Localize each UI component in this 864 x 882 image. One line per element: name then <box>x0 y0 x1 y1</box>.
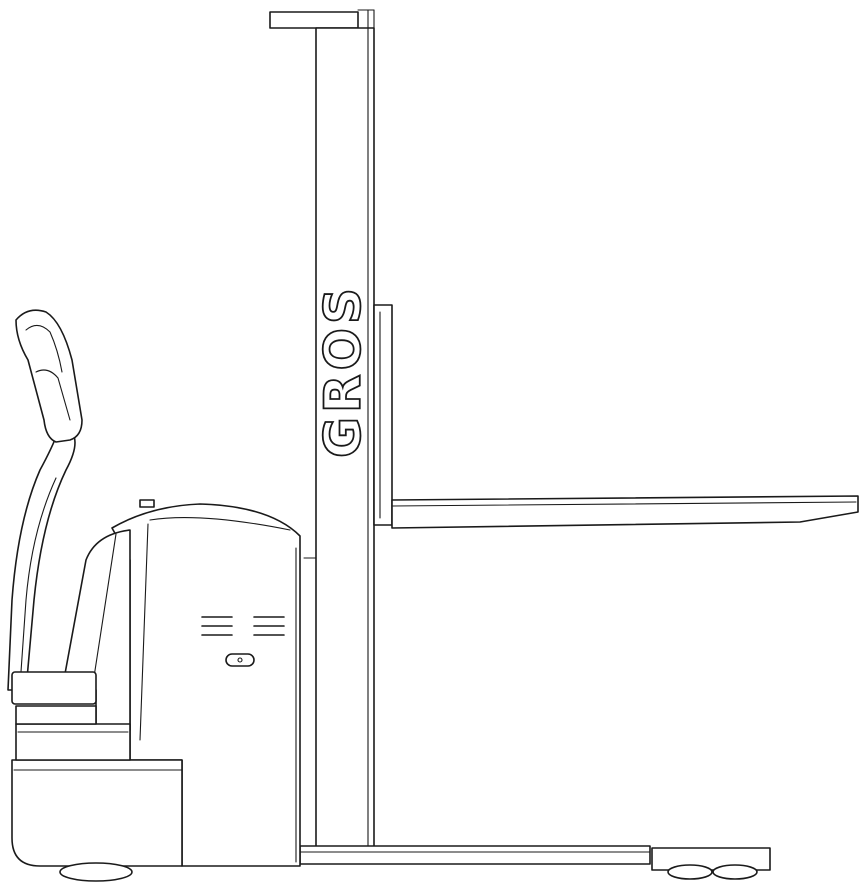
tiller-shaft <box>7 431 76 691</box>
fork-assembly <box>373 304 859 529</box>
tiller-grip <box>25 324 63 373</box>
tiller-mount <box>11 671 97 705</box>
key-switch-hole <box>237 657 243 663</box>
tiller-mount-lower <box>15 705 97 725</box>
vent-grille <box>201 616 285 636</box>
tiller <box>7 309 97 725</box>
body-cover-seam <box>139 523 149 741</box>
drive-wheel <box>59 862 133 882</box>
lower-chassis <box>11 759 183 867</box>
mast: GROS <box>269 9 375 861</box>
tiller-grip-inner <box>35 369 71 421</box>
tiller-head <box>15 309 83 443</box>
tiller-shaft-edge <box>19 477 57 687</box>
mast-outer-rail <box>315 27 375 861</box>
top-button <box>139 499 155 508</box>
step-plate <box>15 723 131 761</box>
base-leg-nose <box>651 847 771 871</box>
base-leg <box>299 845 771 880</box>
fork-blade-top-edge <box>391 501 857 507</box>
key-switch <box>225 653 255 667</box>
fork-carriage <box>373 304 393 526</box>
fork-blade <box>391 495 859 529</box>
body-cover <box>111 503 301 867</box>
load-wheel-rear <box>712 864 758 880</box>
brand-logo: GROS <box>314 284 372 458</box>
body-cover-top-edge <box>149 517 291 531</box>
load-wheel-front <box>667 864 713 880</box>
front-cover-seam <box>91 533 117 691</box>
base-leg-beam <box>299 845 651 865</box>
chassis <box>11 499 317 882</box>
mast-top-cap <box>269 11 359 29</box>
